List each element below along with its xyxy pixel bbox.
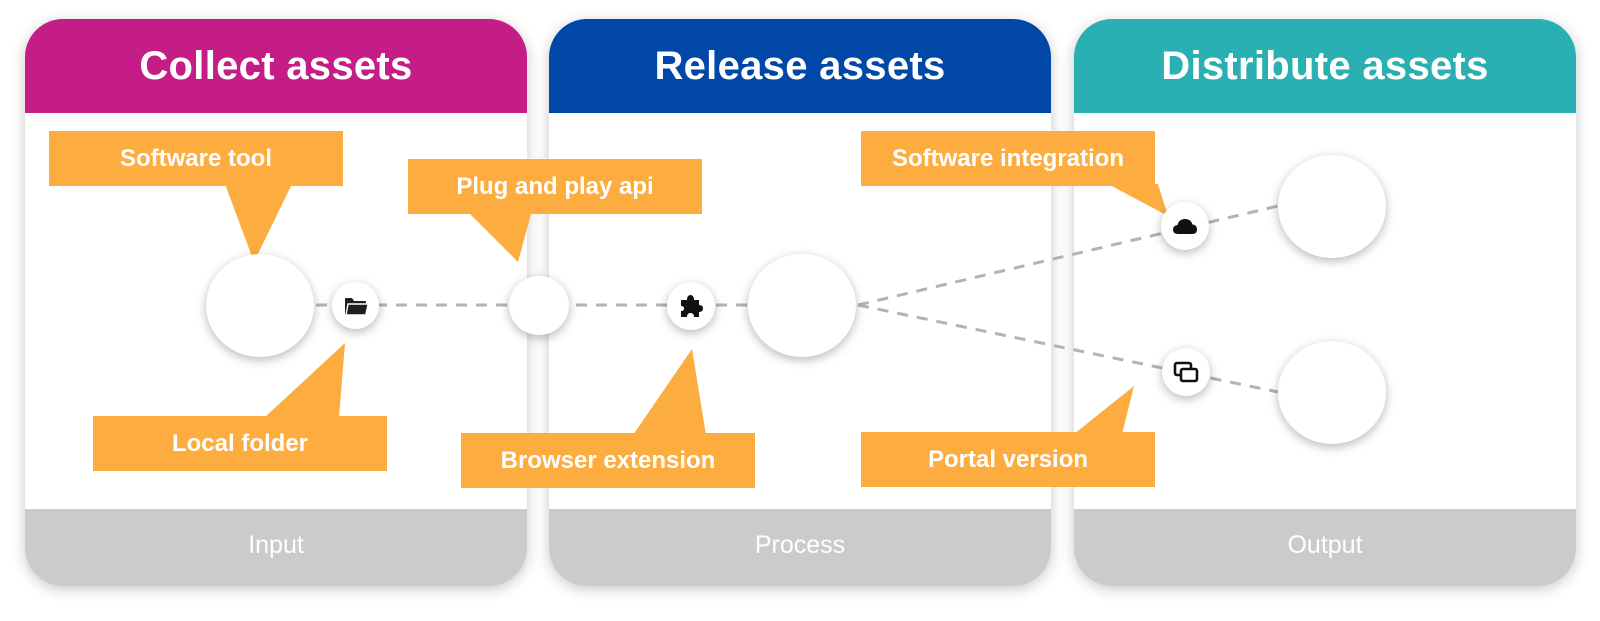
callout-browser-extension: Browser extension (461, 433, 755, 488)
node-collect (206, 254, 314, 357)
plug-and-play-api-pointer (470, 214, 531, 262)
node-release (748, 254, 856, 357)
connector-windows (857, 303, 1279, 394)
callout-software-integration-label: Software integration (891, 144, 1125, 172)
local-folder-pointer (264, 343, 345, 418)
folder-icon (344, 297, 369, 316)
panel-distribute-title: Distribute assets (1161, 43, 1489, 88)
callout-software-tool-label: Software tool (119, 144, 272, 172)
windows-icon (1173, 361, 1199, 383)
node-folder (332, 282, 379, 329)
node-puzzle (667, 282, 715, 330)
cloud-icon (1173, 219, 1197, 234)
panel-release-header: Release assets (549, 19, 1051, 113)
software-integration-pointer (1108, 184, 1168, 216)
node-api (509, 276, 569, 335)
connector-cloud (857, 204, 1279, 307)
panel-collect-title: Collect assets (139, 43, 413, 88)
panel-collect-header: Collect assets (25, 19, 527, 113)
panel-distribute: Distribute assets Output (1074, 19, 1576, 586)
puzzle-icon (681, 295, 703, 317)
panel-distribute-footer: Output (1074, 509, 1576, 586)
panel-distribute-footer-label: Output (1287, 531, 1363, 559)
panel-release-title: Release assets (654, 43, 946, 88)
node-windows (1162, 348, 1210, 396)
callout-software-tool: Software tool (49, 131, 343, 186)
panel-collect-footer-label: Input (248, 531, 304, 559)
panel-distribute-header: Distribute assets (1074, 19, 1576, 113)
browser-extension-pointer (633, 349, 706, 435)
callout-browser-extension-label: Browser extension (500, 446, 716, 474)
panel-collect: Collect assets Input (25, 19, 527, 586)
panel-collect-footer: Input (25, 509, 527, 586)
callout-portal-version-label: Portal version (927, 445, 1089, 473)
node-cloud (1161, 202, 1209, 250)
callout-portal-version: Portal version (861, 432, 1155, 487)
portal-version-pointer (1074, 386, 1134, 434)
callout-software-integration: Software integration (861, 131, 1155, 186)
software-tool-pointer (225, 184, 292, 262)
callout-plug-and-play-api: Plug and play api (408, 159, 702, 214)
callout-local-folder: Local folder (93, 416, 387, 471)
panel-release-footer: Process (549, 509, 1051, 586)
node-output-top (1278, 155, 1386, 258)
panel-release-footer-label: Process (754, 531, 846, 559)
node-output-bottom (1278, 341, 1386, 444)
callout-local-folder-label: Local folder (171, 429, 309, 457)
callout-plug-and-play-api-label: Plug and play api (456, 172, 654, 200)
